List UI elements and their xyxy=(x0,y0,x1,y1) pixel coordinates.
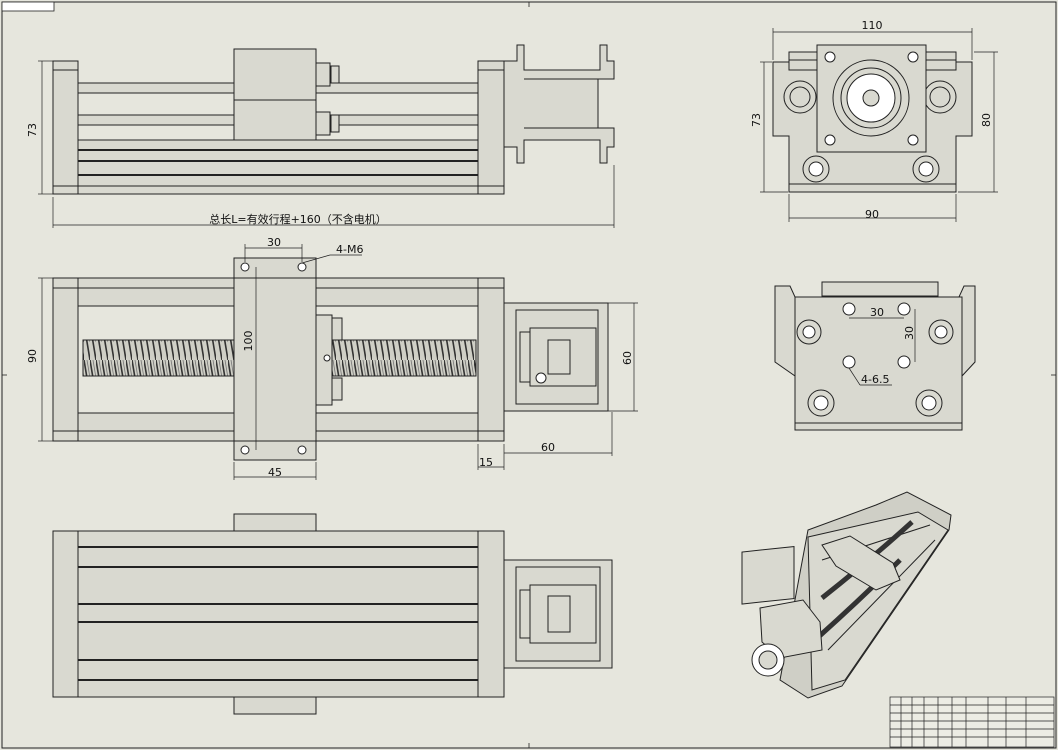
title-block xyxy=(889,696,1055,748)
carriage-hole xyxy=(897,302,911,316)
flange-hole xyxy=(907,134,919,146)
motor-length-dim: 60 xyxy=(541,441,555,454)
carriage-width-dim: 45 xyxy=(268,466,282,479)
carriage-spacing-x-dim: 30 xyxy=(870,306,884,319)
carriage-hole xyxy=(897,355,911,369)
mount-hole xyxy=(240,445,250,455)
flange-hole xyxy=(824,134,836,146)
top-width-dim: 90 xyxy=(26,349,39,363)
hole-spacing-x-dim: 30 xyxy=(267,236,281,249)
left-end-plate xyxy=(52,60,79,195)
isometric-view xyxy=(741,491,952,699)
motor-height-dim: 60 xyxy=(621,351,634,365)
right-end-plate xyxy=(477,60,505,195)
mount-hole xyxy=(297,445,307,455)
bottom-left-end-plate xyxy=(52,530,79,698)
front-dimensions xyxy=(38,60,615,228)
bottom-right-end-plate xyxy=(477,530,505,698)
mount-hole xyxy=(297,262,307,272)
end-view-dimensions xyxy=(760,28,998,222)
mount-hole xyxy=(240,262,250,272)
end-bottom-width-dim: 90 xyxy=(865,208,879,221)
motor-flange-side xyxy=(503,44,615,164)
top-left-end-plate xyxy=(52,277,79,442)
hole-thread-label: 4-M6 xyxy=(336,243,363,256)
flange-hole xyxy=(907,51,919,63)
top-carriage xyxy=(233,257,317,461)
flange-hole xyxy=(824,51,836,63)
end-right-height-dim: 80 xyxy=(980,113,993,127)
carriage-block xyxy=(233,48,317,141)
front-height-dim: 73 xyxy=(26,123,39,137)
carriage-spacing-y-dim: 30 xyxy=(903,326,916,340)
top-right-end-plate xyxy=(477,277,505,442)
carriage-hole-label: 4-6.5 xyxy=(861,373,889,386)
front-view xyxy=(52,44,615,195)
end-left-height-dim: 73 xyxy=(750,113,763,127)
carriage-hole xyxy=(842,302,856,316)
corner-tag xyxy=(1,1,55,12)
bottom-view xyxy=(52,513,613,715)
hole-spacing-y-dim: 100 xyxy=(242,331,255,352)
top-dimensions xyxy=(38,244,638,480)
motor-offset-dim: 15 xyxy=(479,456,493,469)
end-top-width-dim: 110 xyxy=(862,19,883,32)
total-length-note: 总长L=有效行程+160（不含电机） xyxy=(209,212,387,226)
iso-motor-flange xyxy=(741,545,795,605)
bottom-extrusion xyxy=(77,530,479,698)
carriage-hole xyxy=(842,355,856,369)
carriage-view-dimensions xyxy=(848,309,916,386)
carriage-view xyxy=(774,281,976,431)
end-view xyxy=(772,44,973,193)
top-view xyxy=(52,257,609,461)
